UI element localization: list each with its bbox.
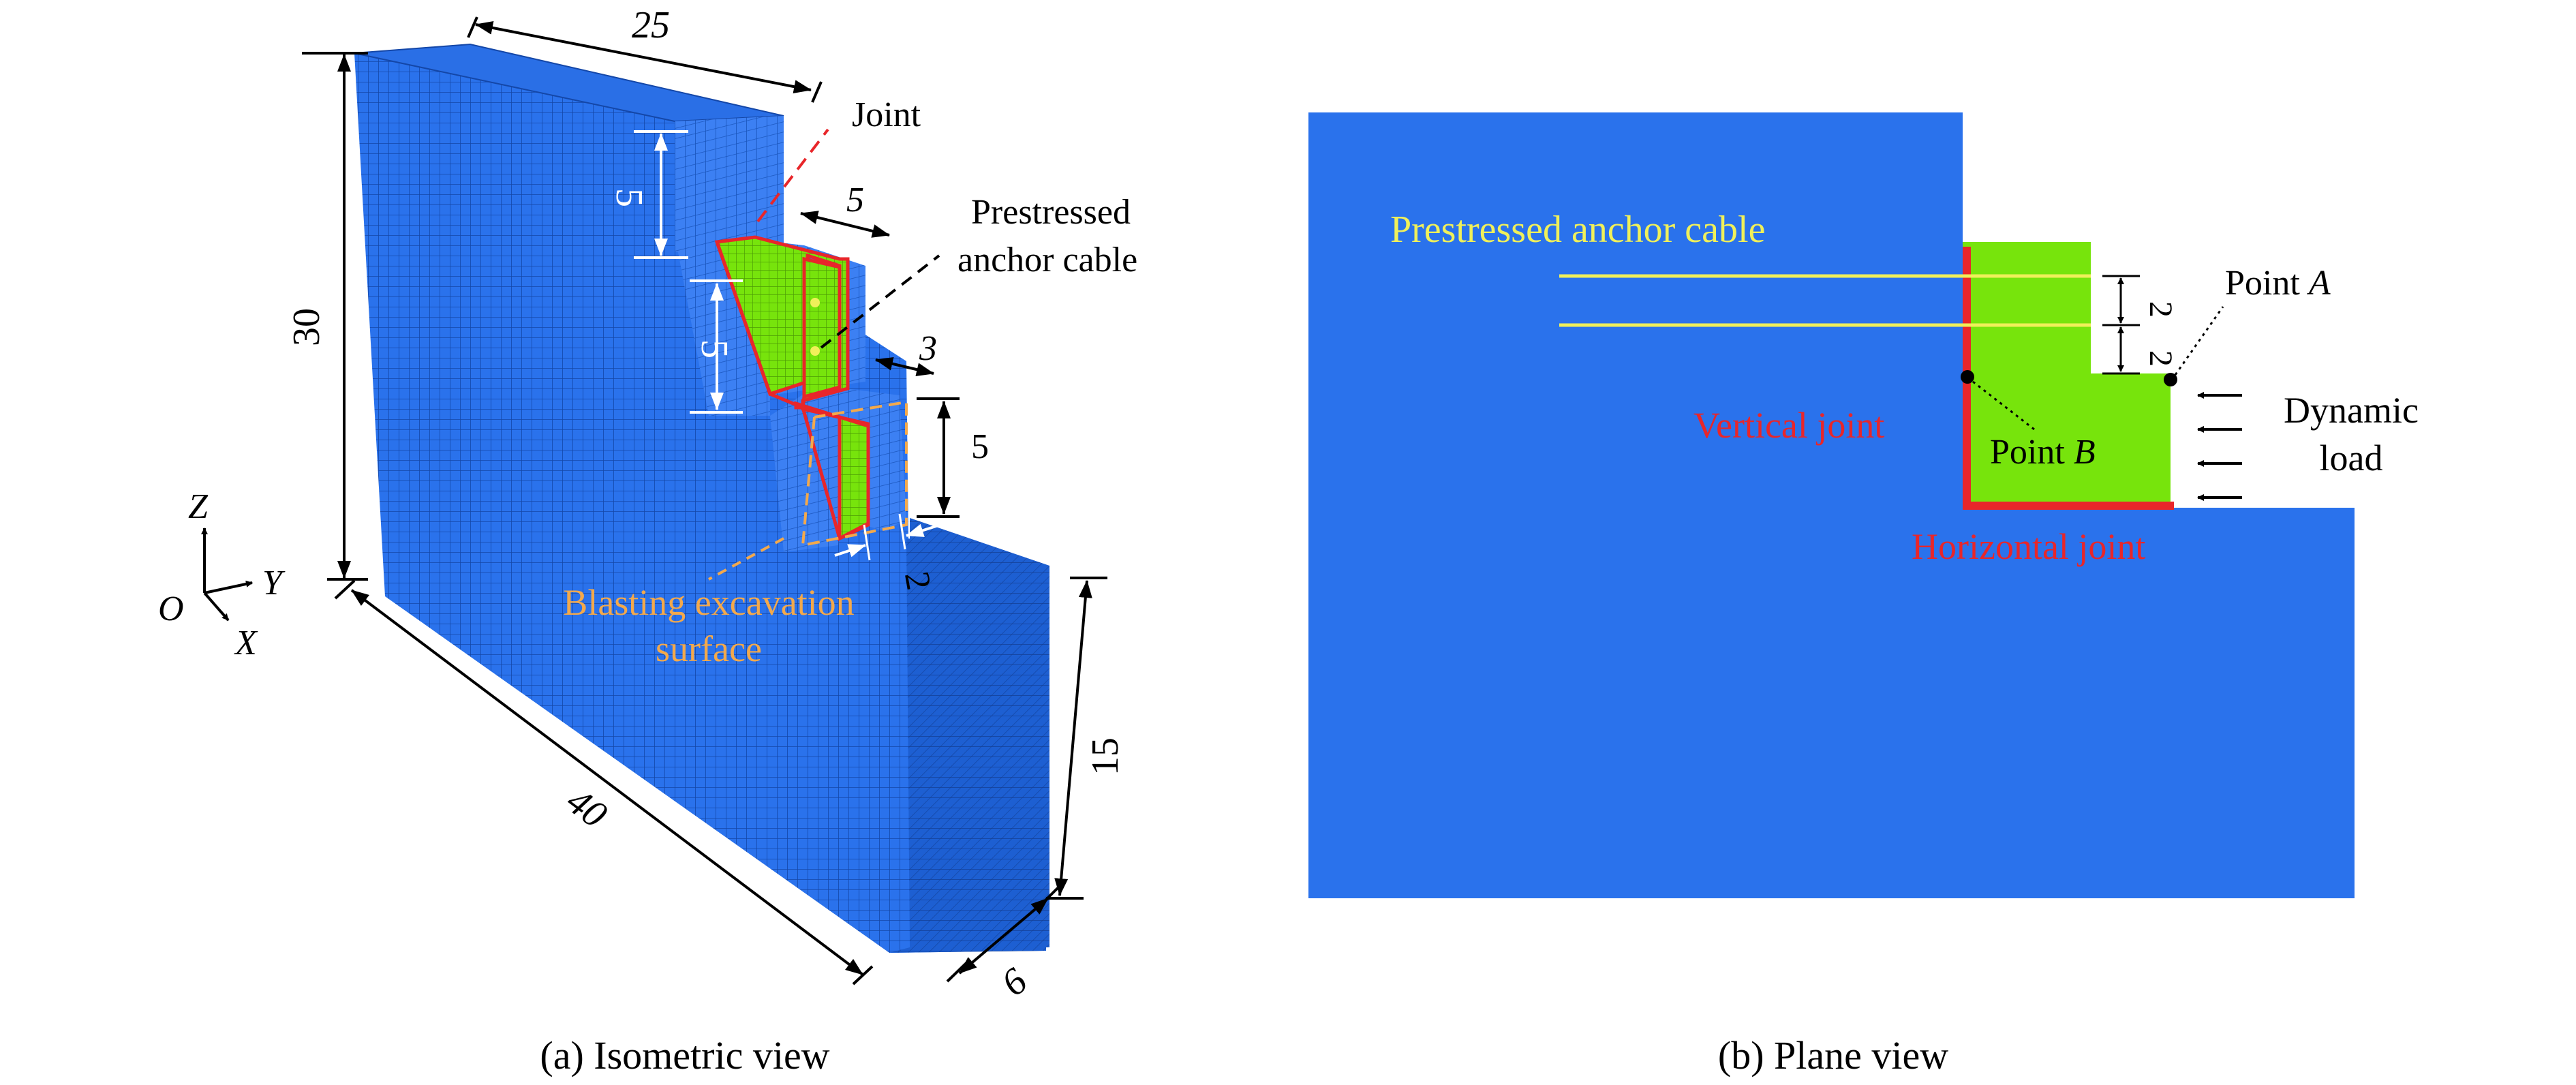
dimension-thickness	[946, 887, 1059, 983]
point-a-leader	[2174, 306, 2224, 376]
dimension-height	[302, 52, 368, 581]
dynamic-load-arrows	[2197, 392, 2242, 501]
plane-view: 2 2 Point A Point B Dynamic load Prestre…	[1308, 112, 2419, 1078]
point-a-letter: A	[2307, 264, 2331, 303]
plane-dim2-label: 2	[2143, 350, 2179, 367]
axis-y-label: Y	[262, 564, 286, 602]
model-bottom-block	[910, 518, 1049, 951]
dim-bench1-label: 5	[846, 181, 864, 219]
dim-depth-front-label: 15	[1084, 737, 1126, 776]
plane-dim1-label: 2	[2143, 301, 2179, 318]
cable-leader	[820, 254, 940, 349]
dim-height-label: 30	[286, 308, 328, 346]
dimension-gap	[834, 513, 941, 561]
dimension-step2	[690, 279, 743, 414]
coordinate-axes: Z Y X O	[158, 487, 286, 662]
dim-length-label: 40	[559, 780, 615, 836]
cable-anchor-dot-1	[810, 298, 820, 307]
excavation-label-line2: surface	[656, 628, 762, 669]
model-front-face	[354, 53, 1046, 953]
point-b-prefix: Point	[1990, 433, 2074, 472]
excavation-leader	[708, 537, 784, 581]
plane-rock-mass	[1308, 112, 2355, 898]
joint-line-model	[715, 241, 842, 539]
horizontal-joint-label: Horizontal joint	[1912, 526, 2145, 567]
dimension-top	[467, 16, 823, 103]
point-a-prefix: Point	[2225, 264, 2309, 303]
dim-thickness-label: 6	[994, 960, 1035, 1004]
point-a-label: Point A	[2225, 264, 2331, 303]
model-upper-bench	[675, 116, 784, 252]
cable-label-line2: anchor cable	[957, 241, 1137, 279]
dim-step2-label: 5	[693, 339, 735, 358]
anchored-block-lower-face	[838, 414, 870, 542]
point-b-label: Point B	[1990, 433, 2096, 472]
load-label-line1: Dynamic	[2284, 390, 2419, 431]
dim-step3-label: 5	[971, 427, 989, 466]
cable-label-line1: Prestressed	[971, 193, 1131, 232]
point-a-marker	[2164, 373, 2177, 386]
dim-bench2-label: 3	[919, 329, 937, 368]
joint-label: Joint	[852, 95, 921, 134]
joint-leader	[756, 128, 829, 223]
axis-z-label: Z	[188, 487, 209, 526]
dimension-step1	[634, 130, 688, 259]
plane-caption: (b) Plane view	[1718, 1033, 1948, 1078]
isometric-caption: (a) Isometric view	[540, 1033, 829, 1078]
axis-origin-label: O	[158, 590, 184, 628]
plane-cable-label: Prestressed anchor cable	[1390, 209, 1765, 251]
dimension-step3	[917, 397, 960, 518]
point-b-marker	[1961, 370, 1974, 384]
dimension-depth-front	[1046, 577, 1107, 900]
plane-anchored-block	[1963, 242, 2171, 508]
excavation-label-line1: Blasting excavation	[563, 582, 854, 623]
isometric-view: 25 30 40 15 6 5 5 5 3 5 2 Joint Prestres…	[158, 4, 1137, 1078]
vertical-joint-label: Vertical joint	[1693, 405, 1884, 446]
point-b-letter: B	[2074, 433, 2096, 472]
dim-step1-label: 5	[608, 188, 650, 207]
dimension-bench1	[800, 211, 890, 238]
axis-x-label: X	[234, 624, 258, 662]
dimension-bench2	[875, 356, 934, 377]
dimension-length	[334, 579, 874, 985]
dim-top-label: 25	[632, 4, 670, 46]
load-label-line2: load	[2320, 438, 2383, 478]
plane-dimension-markers	[2102, 275, 2140, 375]
anchored-block-face	[802, 256, 842, 399]
cable-anchor-dot-2	[810, 346, 820, 356]
